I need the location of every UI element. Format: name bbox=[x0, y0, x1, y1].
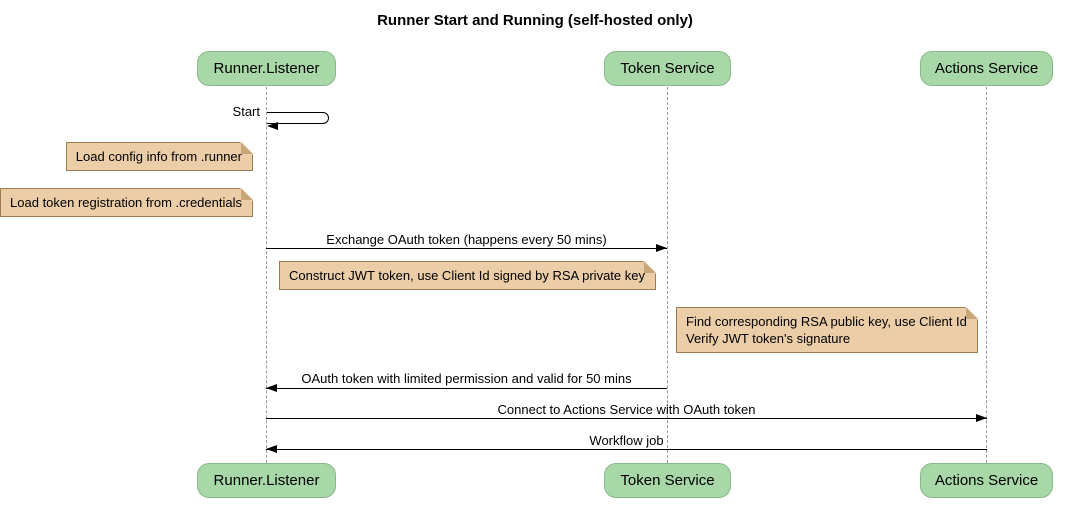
message-label-connect-actions: Connect to Actions Service with OAuth to… bbox=[497, 402, 756, 417]
participant-label: Token Service bbox=[620, 60, 715, 77]
note-text: Load config info from .runner bbox=[75, 149, 242, 164]
note-load-config: Load config info from .runner bbox=[65, 142, 254, 171]
note-verify-jwt: Find corresponding RSA public key, use C… bbox=[676, 307, 978, 353]
note-load-token-registration: Load token registration from .credential… bbox=[0, 188, 253, 217]
participant-actions-service-top: Actions Service bbox=[920, 51, 1053, 86]
message-label-workflow-job: Workflow job bbox=[589, 433, 664, 448]
note-construct-jwt: Construct JWT token, use Client Id signe… bbox=[279, 261, 656, 290]
participant-label: Token Service bbox=[620, 472, 715, 489]
participant-label: Actions Service bbox=[934, 472, 1039, 489]
message-label-oauth-token: OAuth token with limited permission and … bbox=[301, 371, 632, 386]
lifeline-token-service bbox=[667, 87, 668, 463]
self-message-loop bbox=[267, 112, 329, 124]
participant-runner-listener-bottom: Runner.Listener bbox=[197, 463, 336, 498]
participant-runner-listener-top: Runner.Listener bbox=[197, 51, 336, 86]
lifeline-runner-listener bbox=[266, 87, 267, 463]
message-line bbox=[266, 388, 667, 389]
message-label-start: Start bbox=[232, 104, 260, 119]
participant-label: Runner.Listener bbox=[213, 60, 320, 77]
participant-token-service-top: Token Service bbox=[604, 51, 731, 86]
arrowhead-right-icon bbox=[976, 414, 987, 422]
diagram-title: Runner Start and Running (self-hosted on… bbox=[377, 12, 693, 29]
arrowhead-left-icon bbox=[266, 384, 277, 392]
participant-token-service-bottom: Token Service bbox=[604, 463, 731, 498]
lifeline-actions-service bbox=[986, 87, 987, 463]
arrowhead-right-icon bbox=[656, 244, 667, 252]
participant-label: Actions Service bbox=[934, 60, 1039, 77]
message-label-exchange-oauth: Exchange OAuth token (happens every 50 m… bbox=[326, 232, 607, 247]
participant-actions-service-bottom: Actions Service bbox=[920, 463, 1053, 498]
note-text: Load token registration from .credential… bbox=[10, 195, 242, 210]
message-line bbox=[266, 418, 987, 419]
arrowhead-left-icon bbox=[267, 122, 278, 130]
message-line bbox=[266, 248, 667, 249]
message-line bbox=[266, 449, 987, 450]
participant-label: Runner.Listener bbox=[213, 472, 320, 489]
arrowhead-left-icon bbox=[266, 445, 277, 453]
note-text-line: Verify JWT token's signature bbox=[686, 331, 851, 346]
note-text-line: Find corresponding RSA public key, use C… bbox=[686, 314, 967, 329]
note-text: Construct JWT token, use Client Id signe… bbox=[289, 268, 645, 283]
